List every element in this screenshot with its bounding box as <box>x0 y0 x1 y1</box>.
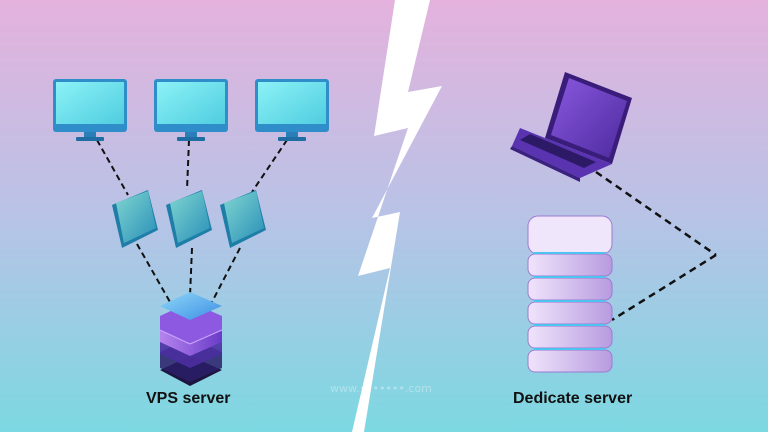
vps-server-icon <box>159 292 223 386</box>
vps-connections <box>96 139 288 303</box>
connection-line <box>251 139 288 193</box>
container-icon-3 <box>220 190 266 248</box>
dedicated-server-label: Dedicate server <box>513 390 633 407</box>
monitor-icon-3 <box>255 79 329 141</box>
watermark: www.•••••••.com <box>330 382 432 395</box>
vps-server-label: VPS server <box>146 390 231 407</box>
dedicated-server-icon <box>527 215 613 373</box>
connection-line <box>136 243 171 303</box>
monitor-icon-1 <box>53 79 127 141</box>
container-icon-2 <box>166 190 212 248</box>
dedicated-connections <box>595 170 717 322</box>
laptop-icon <box>510 72 632 182</box>
connection-line <box>595 170 717 257</box>
connection-line <box>96 139 129 196</box>
connection-line <box>611 253 717 322</box>
monitor-icon-2 <box>154 79 228 141</box>
lightning-divider <box>352 0 442 432</box>
container-icon-1 <box>112 190 158 248</box>
connection-line <box>186 139 190 191</box>
connection-line <box>211 247 241 303</box>
connection-line <box>189 247 193 297</box>
